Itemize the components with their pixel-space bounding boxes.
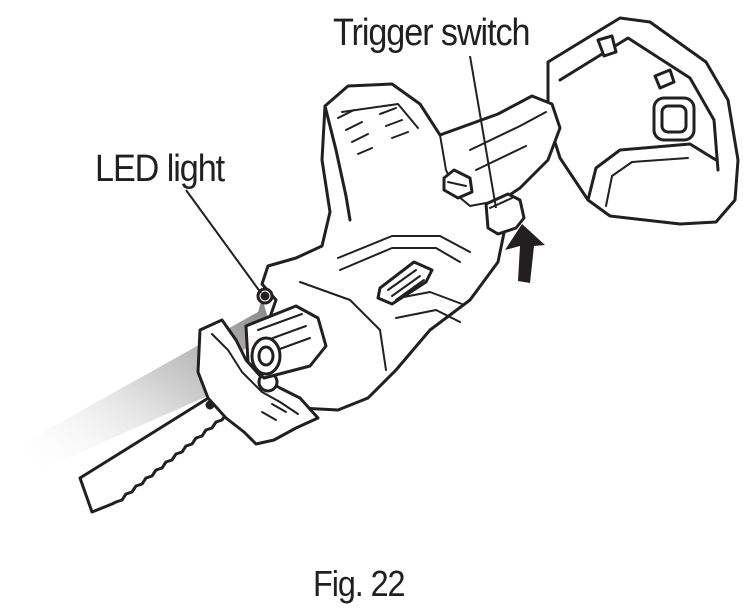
led-light-label: LED light (95, 148, 225, 190)
push-arrow-icon (505, 224, 545, 283)
battery-pack (546, 16, 740, 226)
trigger-switch (484, 192, 526, 236)
led-light-beam (20, 298, 268, 470)
tool-housing (256, 82, 562, 412)
lock-button (442, 168, 474, 200)
shoe-and-clamp (196, 304, 328, 446)
figure-caption: Fig. 22 (313, 563, 406, 604)
side-switch (376, 260, 434, 306)
trigger-switch-label: Trigger switch (333, 12, 531, 54)
led-leader-line (185, 189, 262, 294)
trigger-leader-line (469, 55, 497, 209)
